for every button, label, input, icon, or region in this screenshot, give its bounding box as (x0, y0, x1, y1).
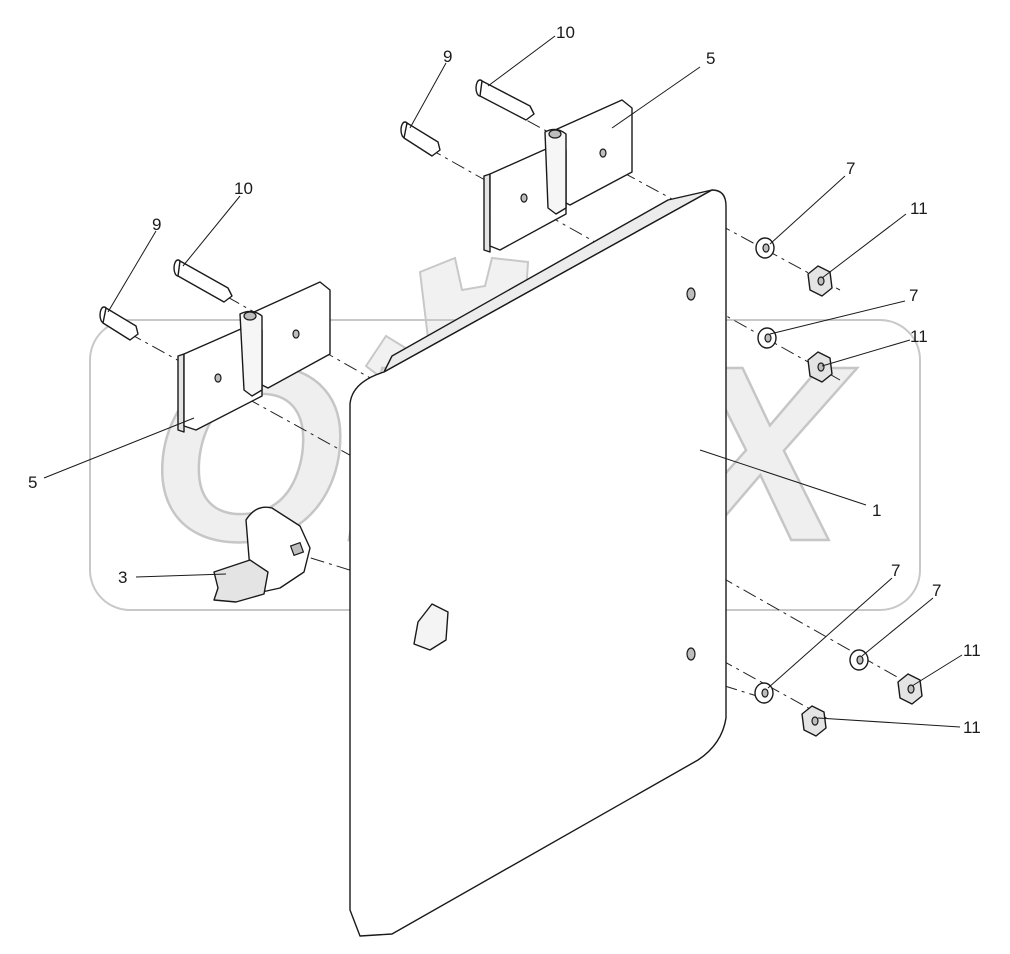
upper-hinge-knuckle (544, 128, 567, 215)
screws (99, 79, 535, 341)
upper-hinge-left-leaf-edge (483, 173, 491, 253)
door-panel-latch-cutout (413, 603, 449, 651)
upper-hinge (483, 99, 633, 253)
door-panel-hole-2 (686, 647, 696, 661)
callout-10-upper: 10 (556, 23, 575, 42)
lower-hinge-pin-hole (243, 311, 257, 321)
callout-7-a: 7 (846, 159, 855, 178)
callout-7-d: 7 (932, 581, 941, 600)
callout-labels: 1 3 5 5 7 7 7 7 9 9 10 10 11 11 11 11 (28, 23, 981, 737)
lower-hinge (177, 281, 331, 433)
leader-lines (43, 35, 963, 728)
screw-lower-9 (99, 306, 139, 341)
nut-1 (807, 265, 833, 297)
callout-11-a: 11 (910, 199, 928, 218)
callout-11-d: 11 (963, 718, 981, 737)
door-panel-face (349, 189, 727, 937)
nut-3 (897, 673, 923, 705)
callout-1: 1 (872, 501, 881, 520)
door-panel (349, 189, 727, 937)
door-panel-hole-1 (686, 287, 696, 301)
callout-5-lower: 5 (28, 473, 37, 492)
callout-10-lower: 10 (234, 179, 253, 198)
screw-upper-10 (475, 79, 535, 121)
callout-3: 3 (118, 568, 127, 587)
lower-hinge-hole-right (292, 329, 300, 339)
nut-2 (807, 351, 833, 383)
screw-lower-10 (173, 259, 233, 303)
callout-11-b: 11 (910, 327, 928, 346)
lower-hinge-knuckle (239, 310, 263, 397)
latch-handle (213, 559, 269, 603)
nuts (801, 265, 923, 737)
callout-9-lower: 9 (152, 215, 161, 234)
latch-square-hole (289, 541, 305, 557)
upper-hinge-pin-hole (548, 129, 562, 139)
upper-hinge-hole-right (599, 148, 607, 158)
latch (213, 506, 311, 603)
lower-hinge-hole-left (214, 373, 222, 383)
lower-hinge-left-leaf-edge (177, 353, 185, 433)
screw-upper-9 (400, 121, 441, 157)
nut-4 (801, 705, 827, 737)
callout-7-b: 7 (909, 286, 918, 305)
callout-11-c: 11 (963, 641, 981, 660)
upper-hinge-hole-left (520, 193, 528, 203)
washer-2 (757, 327, 777, 349)
callout-9-upper: 9 (443, 47, 452, 66)
callout-5-upper: 5 (706, 49, 715, 68)
callout-7-c: 7 (891, 561, 900, 580)
washer-1 (755, 237, 775, 259)
